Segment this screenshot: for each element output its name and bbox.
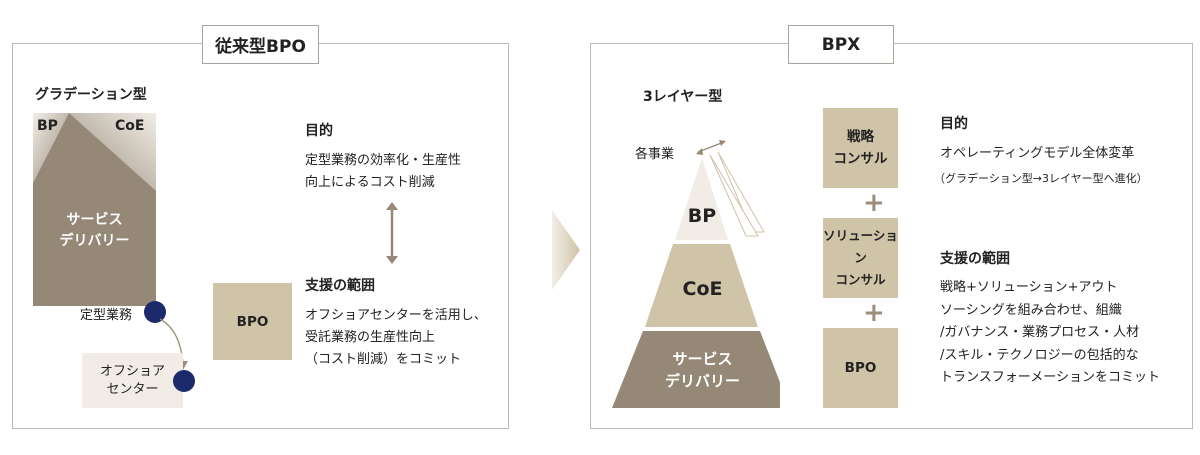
scope-heading: 支援の範囲 bbox=[305, 278, 375, 294]
purpose-heading: 目的 bbox=[940, 116, 968, 132]
scope-line: ソーシングを組み合わせ、組織 bbox=[940, 302, 1122, 318]
offshore-dot bbox=[173, 370, 195, 392]
purpose-line: 向上によるコスト削減 bbox=[305, 175, 435, 190]
scope-line: 戦略+ソリューション+アウト bbox=[940, 280, 1118, 295]
purpose-note: （グラデーション型→3レイヤー型へ進化） bbox=[934, 172, 1148, 185]
purpose-text: オペレーティングモデル全体変革 bbox=[940, 146, 1135, 161]
gradation-diagram bbox=[33, 113, 156, 306]
pyramid-coe-layer bbox=[645, 244, 758, 327]
scope-line: 受託業務の生産性向上 bbox=[305, 330, 436, 345]
strategy-consulting-box: 戦略 コンサル bbox=[823, 108, 898, 188]
scope-text: オフショアセンターを活用し、 受託業務の生産性向上 （コスト削減）をコミット bbox=[305, 305, 487, 371]
scope-line: トランスフォーメーションをコミット bbox=[940, 370, 1160, 385]
model-label: グラデーション型 bbox=[35, 87, 147, 103]
pyramid-diagram bbox=[612, 140, 780, 408]
scope-line: /ガバナンス・業務プロセス・人材 bbox=[940, 325, 1140, 340]
routine-dot bbox=[144, 301, 166, 323]
model-label: 3レイヤー型 bbox=[643, 89, 723, 105]
service-line1: サービス bbox=[672, 350, 733, 368]
scope-line: /スキル・テクノロジーの包括的な bbox=[940, 347, 1139, 363]
panel-title: 従来型BPO bbox=[202, 25, 319, 64]
box-line: コンサル bbox=[835, 272, 886, 287]
panel-title: BPX bbox=[788, 25, 894, 64]
pyramid-service-label: サービス デリバリー bbox=[640, 348, 765, 392]
scope-line: オフショアセンターを活用し、 bbox=[305, 308, 487, 323]
box-line: コンサル bbox=[833, 151, 888, 167]
bpo-box: BPO bbox=[213, 283, 292, 360]
service-line2: デリバリー bbox=[59, 233, 130, 249]
scope-heading: 支援の範囲 bbox=[940, 251, 1010, 267]
purpose-heading: 目的 bbox=[305, 123, 333, 139]
pyramid-bp-label: BP bbox=[687, 205, 717, 227]
pyramid-service-layer bbox=[612, 331, 780, 408]
routine-label: 定型業務 bbox=[80, 308, 133, 323]
solution-consulting-box: ソリューション コンサル bbox=[823, 218, 898, 298]
grad-bp-label: BP bbox=[37, 118, 58, 134]
pyramid-bp-layer bbox=[675, 158, 728, 240]
purpose-line: 定型業務の効率化・生産性 bbox=[305, 153, 462, 168]
box-line: ソリューション bbox=[823, 228, 898, 265]
scope-line: （コスト削減）をコミット bbox=[305, 352, 462, 367]
pyramid-coe-label: CoE bbox=[682, 278, 723, 300]
service-line2: デリバリー bbox=[664, 372, 740, 390]
plus-icon: + bbox=[863, 188, 885, 218]
offshore-line1: オフショア bbox=[99, 363, 165, 379]
bpo-box: BPO bbox=[823, 328, 898, 408]
grad-service-label: サービス デリバリー bbox=[33, 210, 156, 252]
box-line: 戦略 bbox=[847, 129, 874, 145]
transition-chevron-icon bbox=[552, 210, 580, 290]
service-line1: サービス bbox=[66, 212, 123, 228]
double-arrow bbox=[386, 202, 398, 264]
offshore-box: オフショア センター bbox=[82, 353, 183, 408]
each-business-label: 各事業 bbox=[635, 147, 675, 162]
offshore-line2: センター bbox=[106, 381, 159, 397]
scope-text: 戦略+ソリューション+アウト ソーシングを組み合わせ、組織 /ガバナンス・業務プ… bbox=[940, 277, 1160, 390]
plus-icon: + bbox=[863, 298, 885, 328]
grad-coe-label: CoE bbox=[115, 118, 145, 134]
purpose-text: 定型業務の効率化・生産性 向上によるコスト削減 bbox=[305, 150, 461, 194]
